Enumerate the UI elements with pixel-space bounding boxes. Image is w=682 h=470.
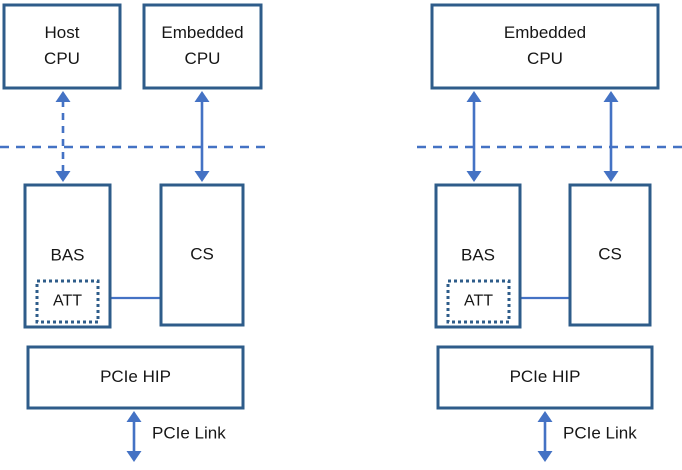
box-att-r-frame: [446, 279, 511, 324]
box-bas-r-label: BAS: [461, 245, 495, 264]
pcie-link-label-r: PCIe Link: [563, 423, 637, 442]
box-att-label: ATT: [53, 293, 82, 310]
pcie-link-arrowhead-down: [126, 451, 142, 462]
embedded-cpu-to-cs-arrowhead-up: [194, 91, 210, 102]
box-cs-r-frame: [568, 183, 652, 327]
host-cpu-to-bas-arrowhead-up: [55, 91, 71, 102]
box-host-cpu-label: CPU: [44, 49, 80, 68]
box-embedded-cpu-label: Embedded: [161, 23, 243, 42]
embedded-cpu-to-bas-r-arrowhead-up: [466, 91, 482, 102]
box-host-cpu-frame: [2, 3, 122, 90]
box-pcie-hip-r-frame: [436, 345, 654, 410]
box-bas-label: BAS: [50, 245, 84, 264]
pcie-link-label: PCIe Link: [152, 423, 226, 442]
pcie-link-r-arrowhead-down: [537, 451, 553, 462]
box-embedded-cpu-r-label: CPU: [527, 49, 563, 68]
box-cs-r-label: CS: [598, 244, 622, 263]
embedded-cpu-to-cs-r-arrowhead-up: [603, 91, 619, 102]
box-pcie-hip[interactable]: PCIe HIP: [26, 345, 245, 410]
box-cs-r[interactable]: CS: [568, 183, 652, 327]
box-embedded-cpu-r-frame: [430, 3, 660, 90]
box-att-r-label: ATT: [464, 293, 493, 310]
box-cs-label: CS: [190, 244, 214, 263]
pcie-link-arrowhead-up: [126, 411, 142, 422]
box-cs[interactable]: CS: [159, 183, 245, 327]
box-embedded-cpu-r-label: Embedded: [504, 23, 586, 42]
embedded-cpu-to-cs-arrowhead-down: [194, 171, 210, 182]
host-cpu-to-bas-arrowhead-down: [55, 171, 71, 182]
pcie-link-r-arrowhead-up: [537, 411, 553, 422]
box-pcie-hip-r[interactable]: PCIe HIP: [436, 345, 654, 410]
box-pcie-hip-r-label: PCIe HIP: [510, 367, 581, 386]
box-pcie-hip-frame: [26, 345, 245, 410]
box-embedded-cpu-label: CPU: [185, 49, 221, 68]
embedded-cpu-to-bas-r-arrowhead-down: [466, 171, 482, 182]
box-att[interactable]: ATT: [35, 279, 100, 324]
box-cs-frame: [159, 183, 245, 327]
box-host-cpu-label: Host: [45, 23, 80, 42]
box-att-frame: [35, 279, 100, 324]
embedded-cpu-to-cs-r-arrowhead-down: [603, 171, 619, 182]
box-pcie-hip-label: PCIe HIP: [100, 367, 171, 386]
box-embedded-cpu-frame: [142, 3, 263, 90]
box-att-r[interactable]: ATT: [446, 279, 511, 324]
